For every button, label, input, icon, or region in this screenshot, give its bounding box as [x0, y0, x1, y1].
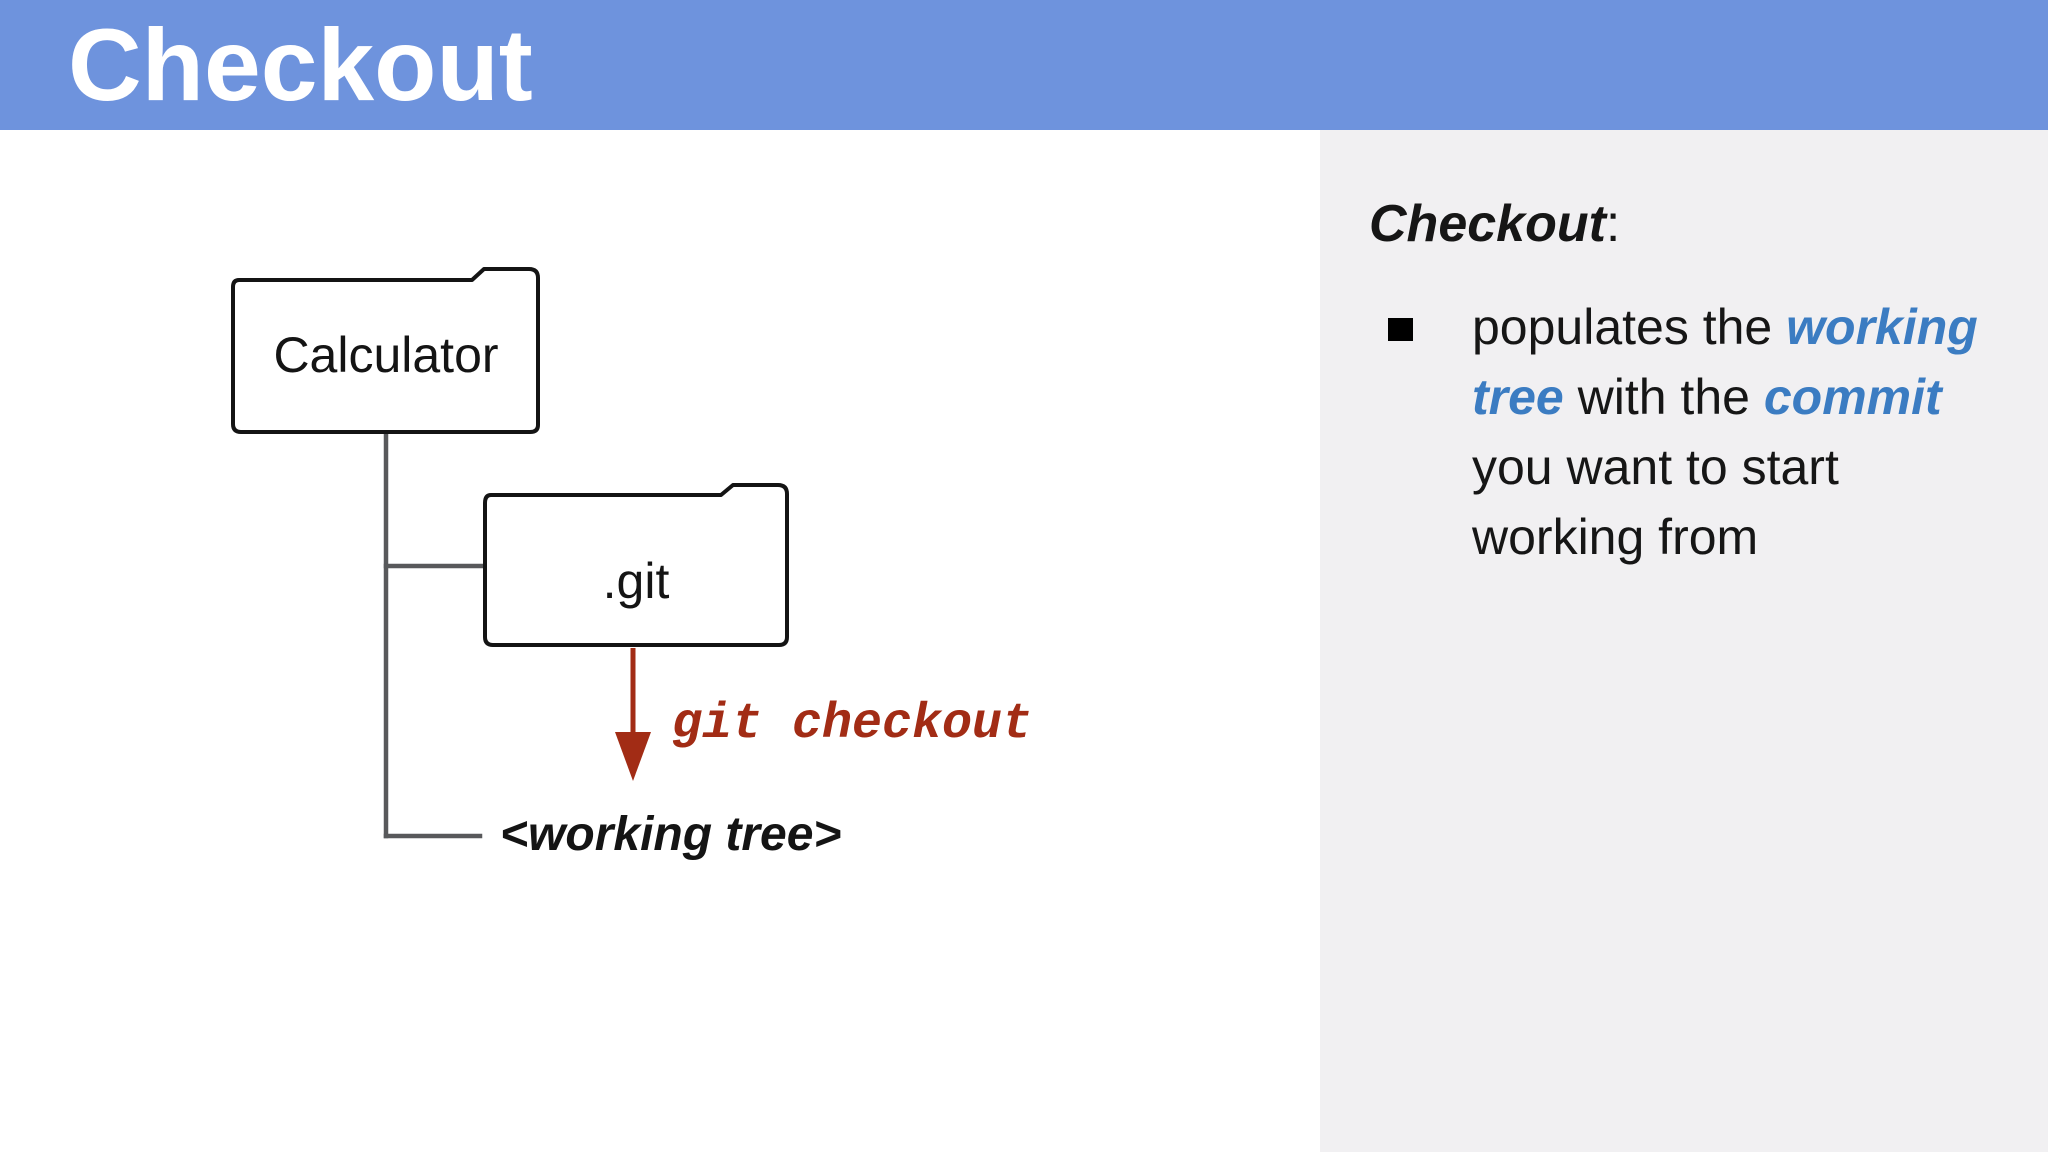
working-tree-label: <working tree> — [500, 808, 841, 861]
folder-tree-diagram: Calculator .git git checkout <working tr… — [231, 267, 1032, 861]
bullet-line-2: tree with the commit — [1472, 362, 2032, 432]
bullet-text: populates the working tree with the comm… — [1472, 292, 2032, 572]
slide-title: Checkout — [68, 8, 533, 122]
calculator-folder — [231, 267, 540, 434]
bullet-line-3-run-1: you want to start — [1472, 439, 1839, 495]
bullet-line-4: working from — [1472, 502, 2032, 572]
calculator-folder-label: Calculator — [273, 327, 498, 383]
notes-panel: Checkout: populates the working tree wit… — [1320, 130, 2048, 1152]
notes-heading-colon: : — [1605, 195, 1621, 253]
notes-heading-word: Checkout — [1369, 195, 1606, 253]
bullet-line-2-run-1: tree — [1472, 369, 1564, 425]
git-folder — [483, 483, 789, 647]
notes-heading: Checkout: — [1369, 195, 1621, 253]
bullet-line-1-run-1: populates the — [1472, 299, 1787, 355]
bullet-line-1-run-2: working — [1786, 299, 1978, 355]
bullet-line-1: populates the working — [1472, 292, 2032, 362]
git-checkout-command-label: git checkout — [672, 696, 1032, 753]
slide-header: Checkout — [0, 0, 2048, 130]
bullet-line-4-run-1: working from — [1472, 509, 1759, 565]
bullet-line-3: you want to start — [1472, 432, 2032, 502]
checkout-arrow-head — [615, 732, 651, 781]
bullet-square — [1388, 318, 1413, 341]
git-folder-label: .git — [603, 553, 670, 609]
bullet-line-2-run-3: commit — [1763, 369, 1942, 425]
bullet-line-2-run-2: with the — [1563, 369, 1764, 425]
